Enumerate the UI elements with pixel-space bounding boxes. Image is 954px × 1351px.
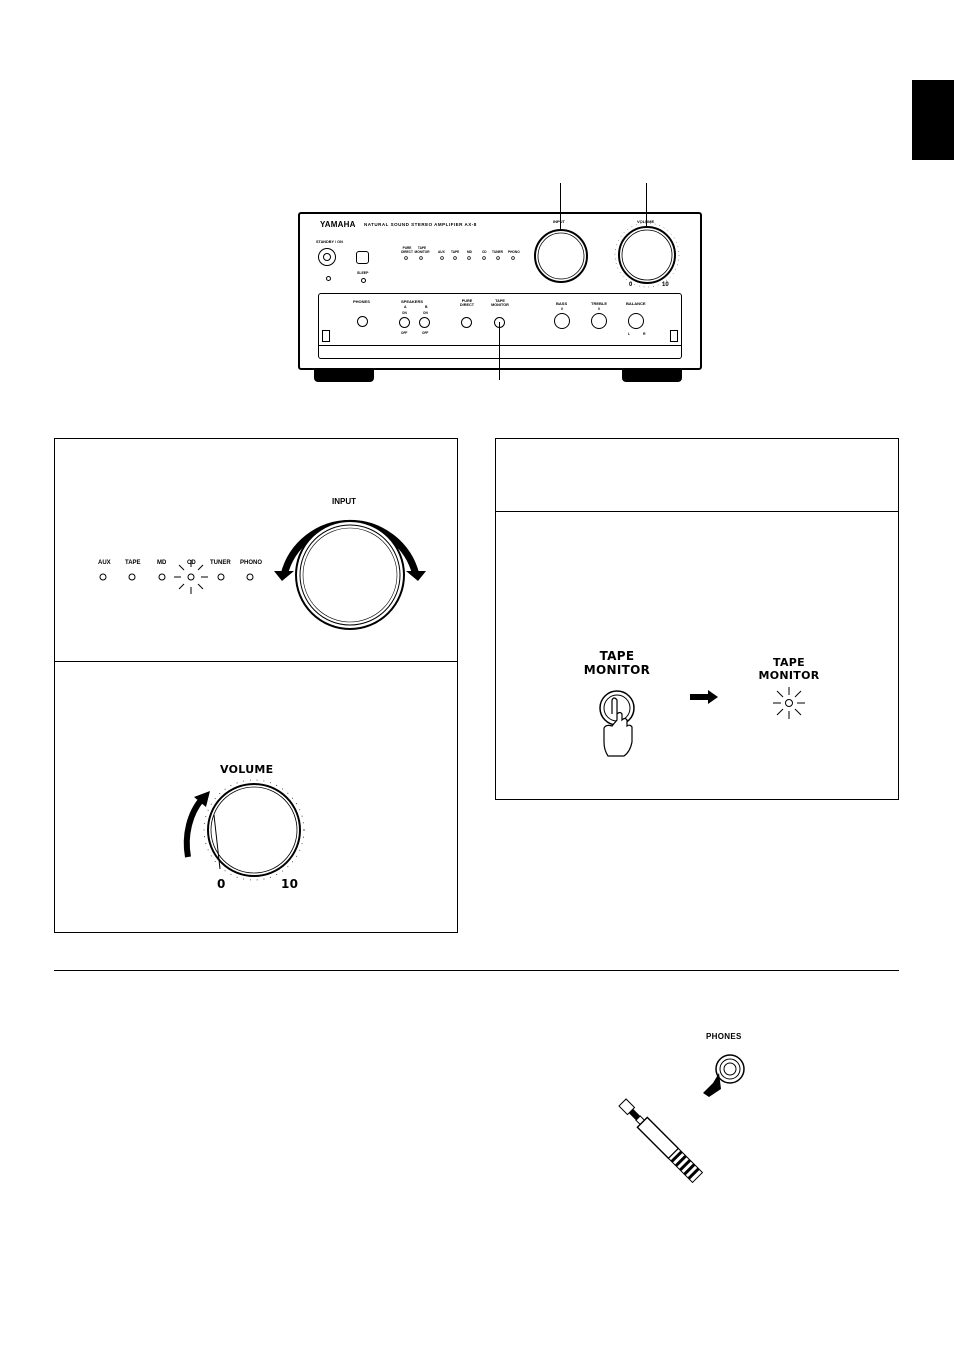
- panel-speaker-b: B: [425, 305, 428, 309]
- volume-min-label: 0: [217, 877, 226, 891]
- panel-indicator-cd: CD: [482, 250, 487, 254]
- amplifier-foot-right: [622, 370, 682, 382]
- panel-phones-jack[interactable]: [357, 316, 368, 327]
- panel-speaker-a: A: [404, 305, 407, 309]
- panel-speakers-label: SPEAKERS: [401, 299, 424, 304]
- panel-balance-l: L: [628, 332, 631, 336]
- panel-balance-knob[interactable]: [628, 313, 644, 329]
- sleep-indicator: [361, 278, 366, 283]
- standby-label: STANDBY / ON: [316, 240, 343, 244]
- volume-knob-illustration[interactable]: [176, 775, 326, 885]
- panel-indicator-phono: PHONO: [508, 250, 520, 254]
- brand-logo: YAMAHA: [320, 220, 356, 229]
- panel-treble-label: TREBLE: [591, 301, 607, 306]
- panel-speaker-a-off: OFF: [401, 331, 408, 335]
- subpanel-latch-left: [322, 330, 330, 342]
- panel-speaker-b-button[interactable]: [419, 317, 430, 328]
- panel-indicator-tuner: TUNER: [492, 250, 503, 254]
- standby-indicator: [326, 276, 331, 281]
- language-tab: [912, 80, 954, 160]
- panel-speaker-a-button[interactable]: [399, 317, 410, 328]
- phones-label: PHONES: [706, 1032, 742, 1041]
- panel-volume-max: 10: [662, 282, 669, 288]
- panel-indicator-tape-monitor: TAPE MONITOR: [414, 246, 430, 254]
- panel-volume-knob[interactable]: [607, 222, 687, 292]
- source-label-aux: AUX: [98, 560, 111, 566]
- callout-line-tape-monitor: [499, 322, 500, 380]
- panel-treble-center: 0: [598, 307, 600, 311]
- panel-indicator-pure-direct: PURE DIRECT: [401, 246, 413, 254]
- panel-indicator-aux: AUX: [438, 250, 445, 254]
- panel-balance-label: BALANCE: [626, 301, 646, 306]
- source-label-tuner: TUNER: [210, 560, 231, 566]
- amplifier-front-panel: [298, 212, 702, 370]
- tape-monitor-button-title-1: TAPE: [599, 649, 635, 663]
- panel-phones-label: PHONES: [353, 299, 370, 304]
- source-label-tape: TAPE: [125, 560, 141, 566]
- volume-max-label: 10: [281, 877, 299, 891]
- callout-line-volume: [646, 183, 647, 253]
- panel-speaker-a-on: ON: [402, 311, 407, 315]
- volume-knob-title: VOLUME: [220, 763, 274, 776]
- panel-indicator-md: MD: [467, 250, 472, 254]
- input-knob-title: INPUT: [332, 497, 356, 506]
- panel-speaker-b-on: ON: [423, 311, 428, 315]
- panel-bass-center: 0: [561, 307, 563, 311]
- panel-tape-monitor-button[interactable]: [494, 317, 505, 328]
- input-knob-illustration[interactable]: [272, 505, 432, 635]
- standby-button[interactable]: [318, 248, 336, 266]
- sleep-button[interactable]: [356, 251, 369, 264]
- tape-monitor-button-title-2: MONITOR: [583, 663, 651, 677]
- subpanel-latch-right: [670, 330, 678, 342]
- source-label-md: MD: [157, 560, 167, 566]
- section-divider: [54, 970, 899, 971]
- panel-bass-knob[interactable]: [554, 313, 570, 329]
- source-indicator-leds: [99, 560, 254, 594]
- front-subpanel: [318, 293, 682, 359]
- panel-indicator-leds: [404, 256, 515, 260]
- input-volume-divider: [54, 661, 458, 662]
- tape-monitor-indicator-title-1: TAPE: [773, 656, 805, 669]
- amplifier-foot-left: [314, 370, 374, 382]
- panel-volume-min: 0: [629, 282, 633, 288]
- panel-speaker-b-off: OFF: [422, 331, 429, 335]
- source-label-phono: PHONO: [240, 560, 263, 566]
- model-line: NATURAL SOUND STEREO AMPLIFIER AX-8: [364, 222, 477, 227]
- panel-treble-knob[interactable]: [591, 313, 607, 329]
- panel-input-knob[interactable]: [531, 226, 591, 286]
- phones-jack-illustration[interactable]: [615, 1045, 755, 1185]
- tape-monitor-press-illustration[interactable]: [590, 680, 650, 770]
- panel-input-label: INPUT: [553, 219, 565, 224]
- panel-pure-direct-label: PURE DIRECT: [459, 299, 475, 308]
- panel-balance-r: R: [643, 332, 646, 336]
- panel-indicator-tape: TAPE: [451, 250, 460, 254]
- tape-monitor-divider: [495, 511, 899, 512]
- panel-pure-direct-button[interactable]: [461, 317, 472, 328]
- panel-bass-label: BASS: [556, 301, 568, 306]
- subpanel-bottom-line: [318, 345, 682, 346]
- panel-tape-monitor-label: TAPE MONITOR: [491, 299, 509, 308]
- arrow-right-icon: [690, 690, 718, 704]
- callout-line-input: [560, 183, 561, 253]
- tape-monitor-box: [495, 438, 899, 800]
- sleep-label: SLEEP: [357, 271, 369, 275]
- standby-button-inner: [323, 253, 331, 261]
- panel-volume-label: VOLUME: [637, 219, 655, 224]
- tape-monitor-indicator-title-2: MONITOR: [758, 669, 820, 682]
- tape-monitor-indicator-lit: [773, 687, 805, 719]
